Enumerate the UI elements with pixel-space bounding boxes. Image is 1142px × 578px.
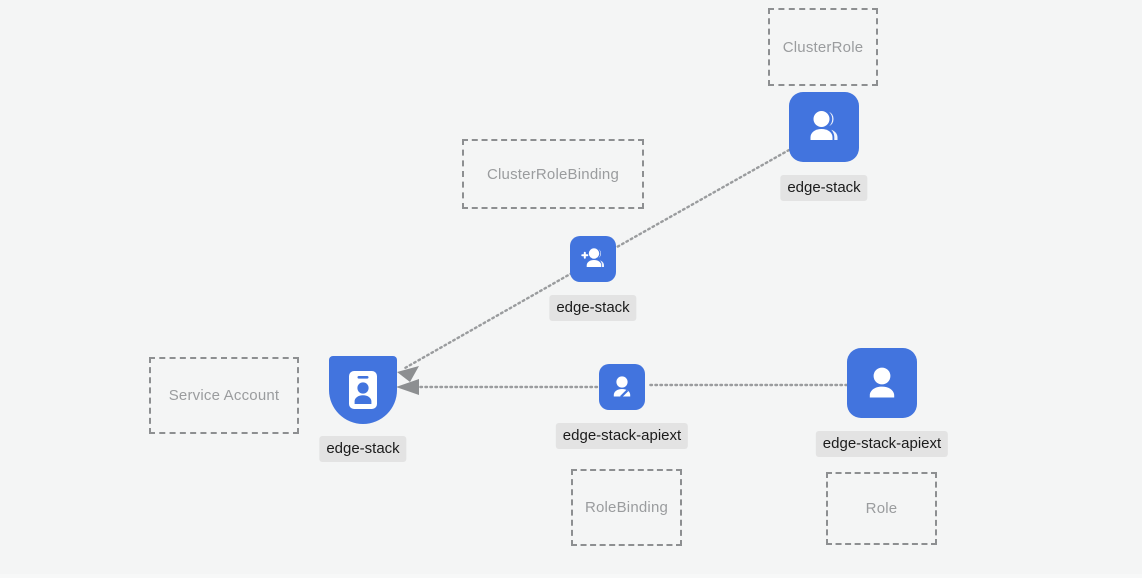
arrowhead-rolebinding: [396, 379, 419, 395]
node-clusterrole-edge-stack[interactable]: [789, 92, 859, 162]
person-edit-icon: [607, 372, 637, 402]
kind-box-service-account: Service Account: [149, 357, 299, 434]
node-role-edge-stack-apiext[interactable]: [847, 348, 917, 418]
edge-clusterrolebinding-to-serviceaccount: [403, 271, 574, 370]
node-rolebinding-edge-stack-apiext[interactable]: [599, 364, 645, 410]
two-people-icon: [803, 106, 845, 148]
node-label-rolebinding: edge-stack-apiext: [555, 423, 689, 449]
kind-box-label: ClusterRole: [782, 38, 864, 56]
kind-box-label: Service Account: [168, 387, 280, 404]
node-label-role: edge-stack-apiext: [815, 431, 949, 457]
person-icon: [861, 362, 903, 404]
kind-box-role: Role: [826, 472, 937, 545]
kind-box-clusterrole: ClusterRole: [768, 8, 878, 86]
node-label-clusterrole: edge-stack: [780, 175, 868, 201]
kind-box-label: Role: [865, 500, 898, 517]
arrowhead-clusterrolebinding: [397, 366, 419, 382]
kind-box-label: ClusterRoleBinding: [486, 165, 619, 183]
kind-box-clusterrolebinding: ClusterRoleBinding: [462, 139, 644, 209]
bottom-strip: [0, 574, 1142, 578]
node-label-service-account: edge-stack: [319, 436, 407, 462]
node-clusterrolebinding-edge-stack[interactable]: [570, 236, 616, 282]
node-label-clusterrolebinding: edge-stack: [549, 295, 637, 321]
kind-box-rolebinding: RoleBinding: [571, 469, 682, 546]
person-add-icon: [578, 244, 608, 274]
kind-box-label: RoleBinding: [584, 499, 669, 516]
node-service-account-edge-stack[interactable]: [329, 356, 397, 424]
id-badge-icon: [343, 368, 383, 412]
